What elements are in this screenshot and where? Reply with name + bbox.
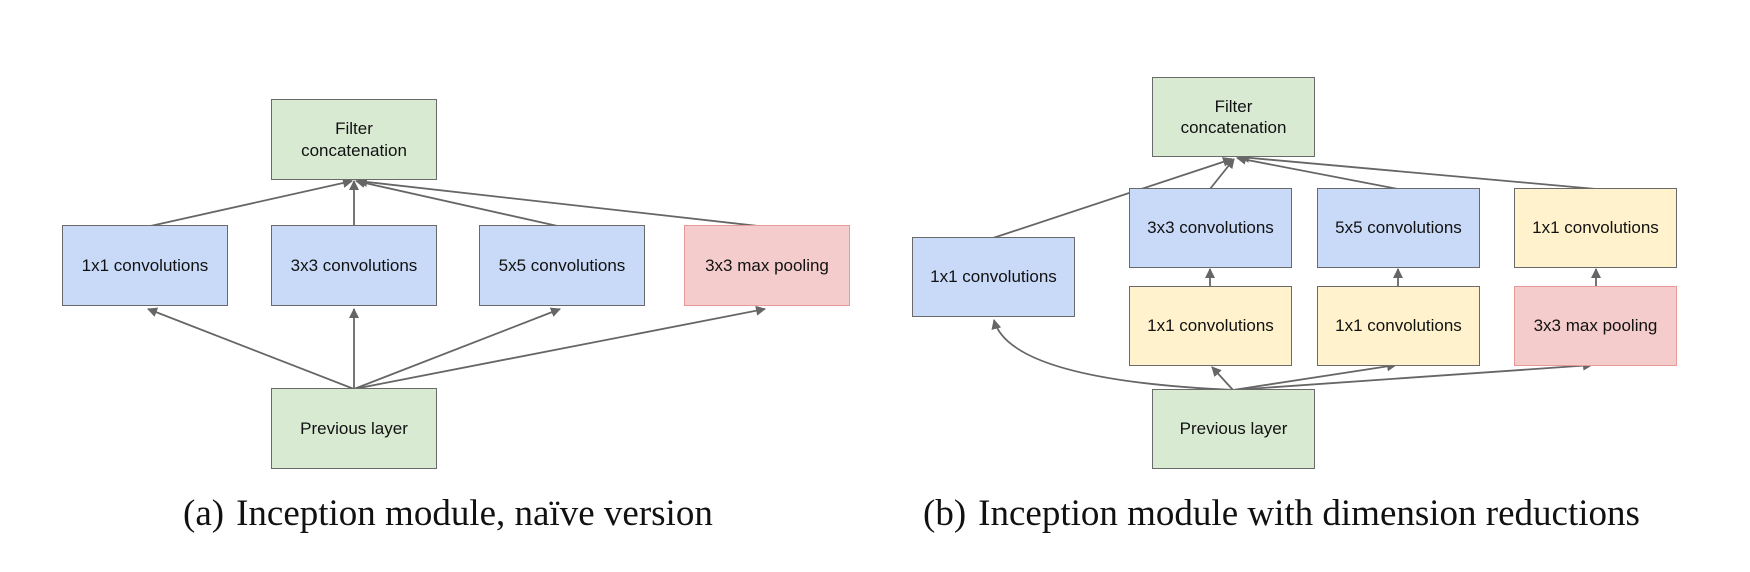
b-filter-concatenation: Filter concatenation [1152,77,1315,157]
a-previous-layer: Previous layer [271,388,437,469]
arrow-b-prev-to-reduce3 [1232,361,1397,391]
arrow-b-b2-to-concat [1209,158,1235,190]
b-1x1-reduce-5x5: 1x1 convolutions [1317,286,1480,366]
arrow-a-b1-to-concat [145,178,353,228]
arrow-b-b1-to-concat [992,157,1233,239]
b-1x1-projection: 1x1 convolutions [1514,188,1677,268]
caption-a-label: (a) [183,493,225,534]
caption-b-label: (b) [923,493,967,534]
arrow-a-b3-to-concat [355,178,563,228]
b-previous-layer: Previous layer [1152,389,1315,469]
a-5x5-convolutions: 5x5 convolutions [479,225,645,306]
caption-a: (a) Inception module, naïve version [183,492,713,535]
a-filter-concatenation: Filter concatenation [271,99,437,180]
caption-b-text: Inception module with dimension reductio… [978,493,1640,534]
a-3x3-convolutions: 3x3 convolutions [271,225,437,306]
arrow-b-b3-to-concat [1236,154,1399,190]
caption-a-text: Inception module, naïve version [236,493,713,534]
arrow-a-prev-to-b3 [353,307,561,390]
a-3x3-max-pooling: 3x3 max pooling [684,225,850,306]
arrow-b-prev-to-pool [1232,360,1593,391]
arrow-b-prev-to-reduce2 [1211,366,1234,391]
b-3x3-max-pooling: 3x3 max pooling [1514,286,1677,366]
arrow-b-prev-to-b1 [991,319,1234,391]
arrow-b-b4-to-concat [1239,152,1597,190]
b-3x3-convolutions: 3x3 convolutions [1129,188,1292,268]
arrow-a-prev-to-b1 [147,307,355,390]
b-1x1-reduce-3x3: 1x1 convolutions [1129,286,1292,366]
arrow-a-b4-to-concat [357,177,768,228]
arrow-a-prev-to-b4 [353,305,766,390]
a-1x1-convolutions: 1x1 convolutions [62,225,228,306]
b-5x5-convolutions: 5x5 convolutions [1317,188,1480,268]
caption-b: (b) Inception module with dimension reduc… [923,492,1640,535]
b-1x1-convolutions: 1x1 convolutions [912,237,1075,317]
